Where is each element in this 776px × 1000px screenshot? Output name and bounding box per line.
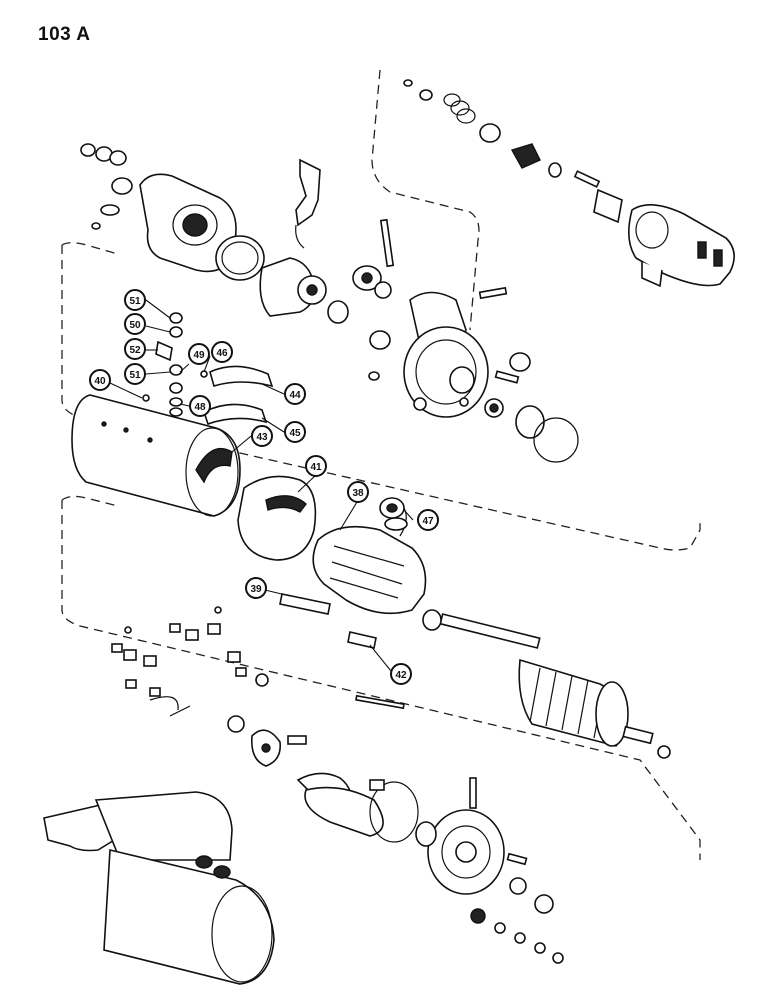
callout-38-label: 38 [352,488,364,499]
shift-lever [295,158,321,249]
callout-48: 48 [189,395,211,417]
callout-49: 49 [188,343,210,365]
armature-group-outline-top [61,495,119,507]
commutator-end-plate [227,715,307,767]
lever-housing-hardware [368,352,579,463]
armature-group-outline [61,500,701,860]
callout-44: 44 [284,383,306,405]
housing-group-outline [61,245,701,551]
small-hardware-48-52 [142,312,208,417]
drive-end-housing [139,173,265,281]
solenoid-plunger-parts [403,79,623,224]
callout-50: 50 [124,313,146,335]
field-coil-38 [312,507,427,615]
assembled-starter [43,791,275,985]
callout-47: 47 [417,509,439,531]
callout-43: 43 [251,425,273,447]
brush-holder-parts [111,606,269,717]
callout-40: 40 [89,369,111,391]
callout-52-label: 52 [129,345,141,356]
callout-49-label: 49 [193,350,205,361]
callout-51-bottom-label: 51 [129,370,141,381]
insulator-42 [347,631,377,649]
housing-group-outline-top [61,242,119,255]
callout-50-label: 50 [129,320,141,331]
page-number: 103 A [38,24,91,45]
callout-47-label: 47 [422,516,434,527]
through-bolt [355,694,405,710]
pole-shoes-44-45 [203,365,274,426]
callout-45: 45 [284,421,306,443]
lever-housing [352,218,508,418]
pole-shoe-41 [237,475,317,561]
callout-40-label: 40 [94,376,106,387]
callout-46-label: 46 [216,348,228,359]
callout-39-label: 39 [250,584,262,595]
end-frame-hardware [470,852,564,964]
callout-41-label: 41 [310,462,322,473]
callout-45-label: 45 [289,428,301,439]
insulator-39 [279,593,331,615]
callout-42-label: 42 [395,670,407,681]
callout-43-label: 43 [256,432,268,443]
callout-44-label: 44 [289,390,301,401]
callout-51-top-label: 51 [129,296,141,307]
drive-end-small-rings [80,143,133,230]
end-frame [415,777,505,895]
callout-51-bottom: 51 [124,363,146,385]
callout-41: 41 [305,455,327,477]
pinion-drive-assembly [259,257,349,324]
terminal-stud-47 [379,497,408,531]
callout-42: 42 [390,663,412,685]
solenoid-group-outline [371,69,480,331]
callout-38: 38 [347,481,369,503]
gasket-and-ring [296,772,419,843]
armature [422,609,671,759]
callout-52: 52 [124,338,146,360]
field-frame-43 [71,394,241,517]
callout-51-top: 51 [124,289,146,311]
callout-46: 46 [211,341,233,363]
solenoid-body [628,204,735,288]
callout-39: 39 [245,577,267,599]
callout-48-label: 48 [194,402,206,413]
